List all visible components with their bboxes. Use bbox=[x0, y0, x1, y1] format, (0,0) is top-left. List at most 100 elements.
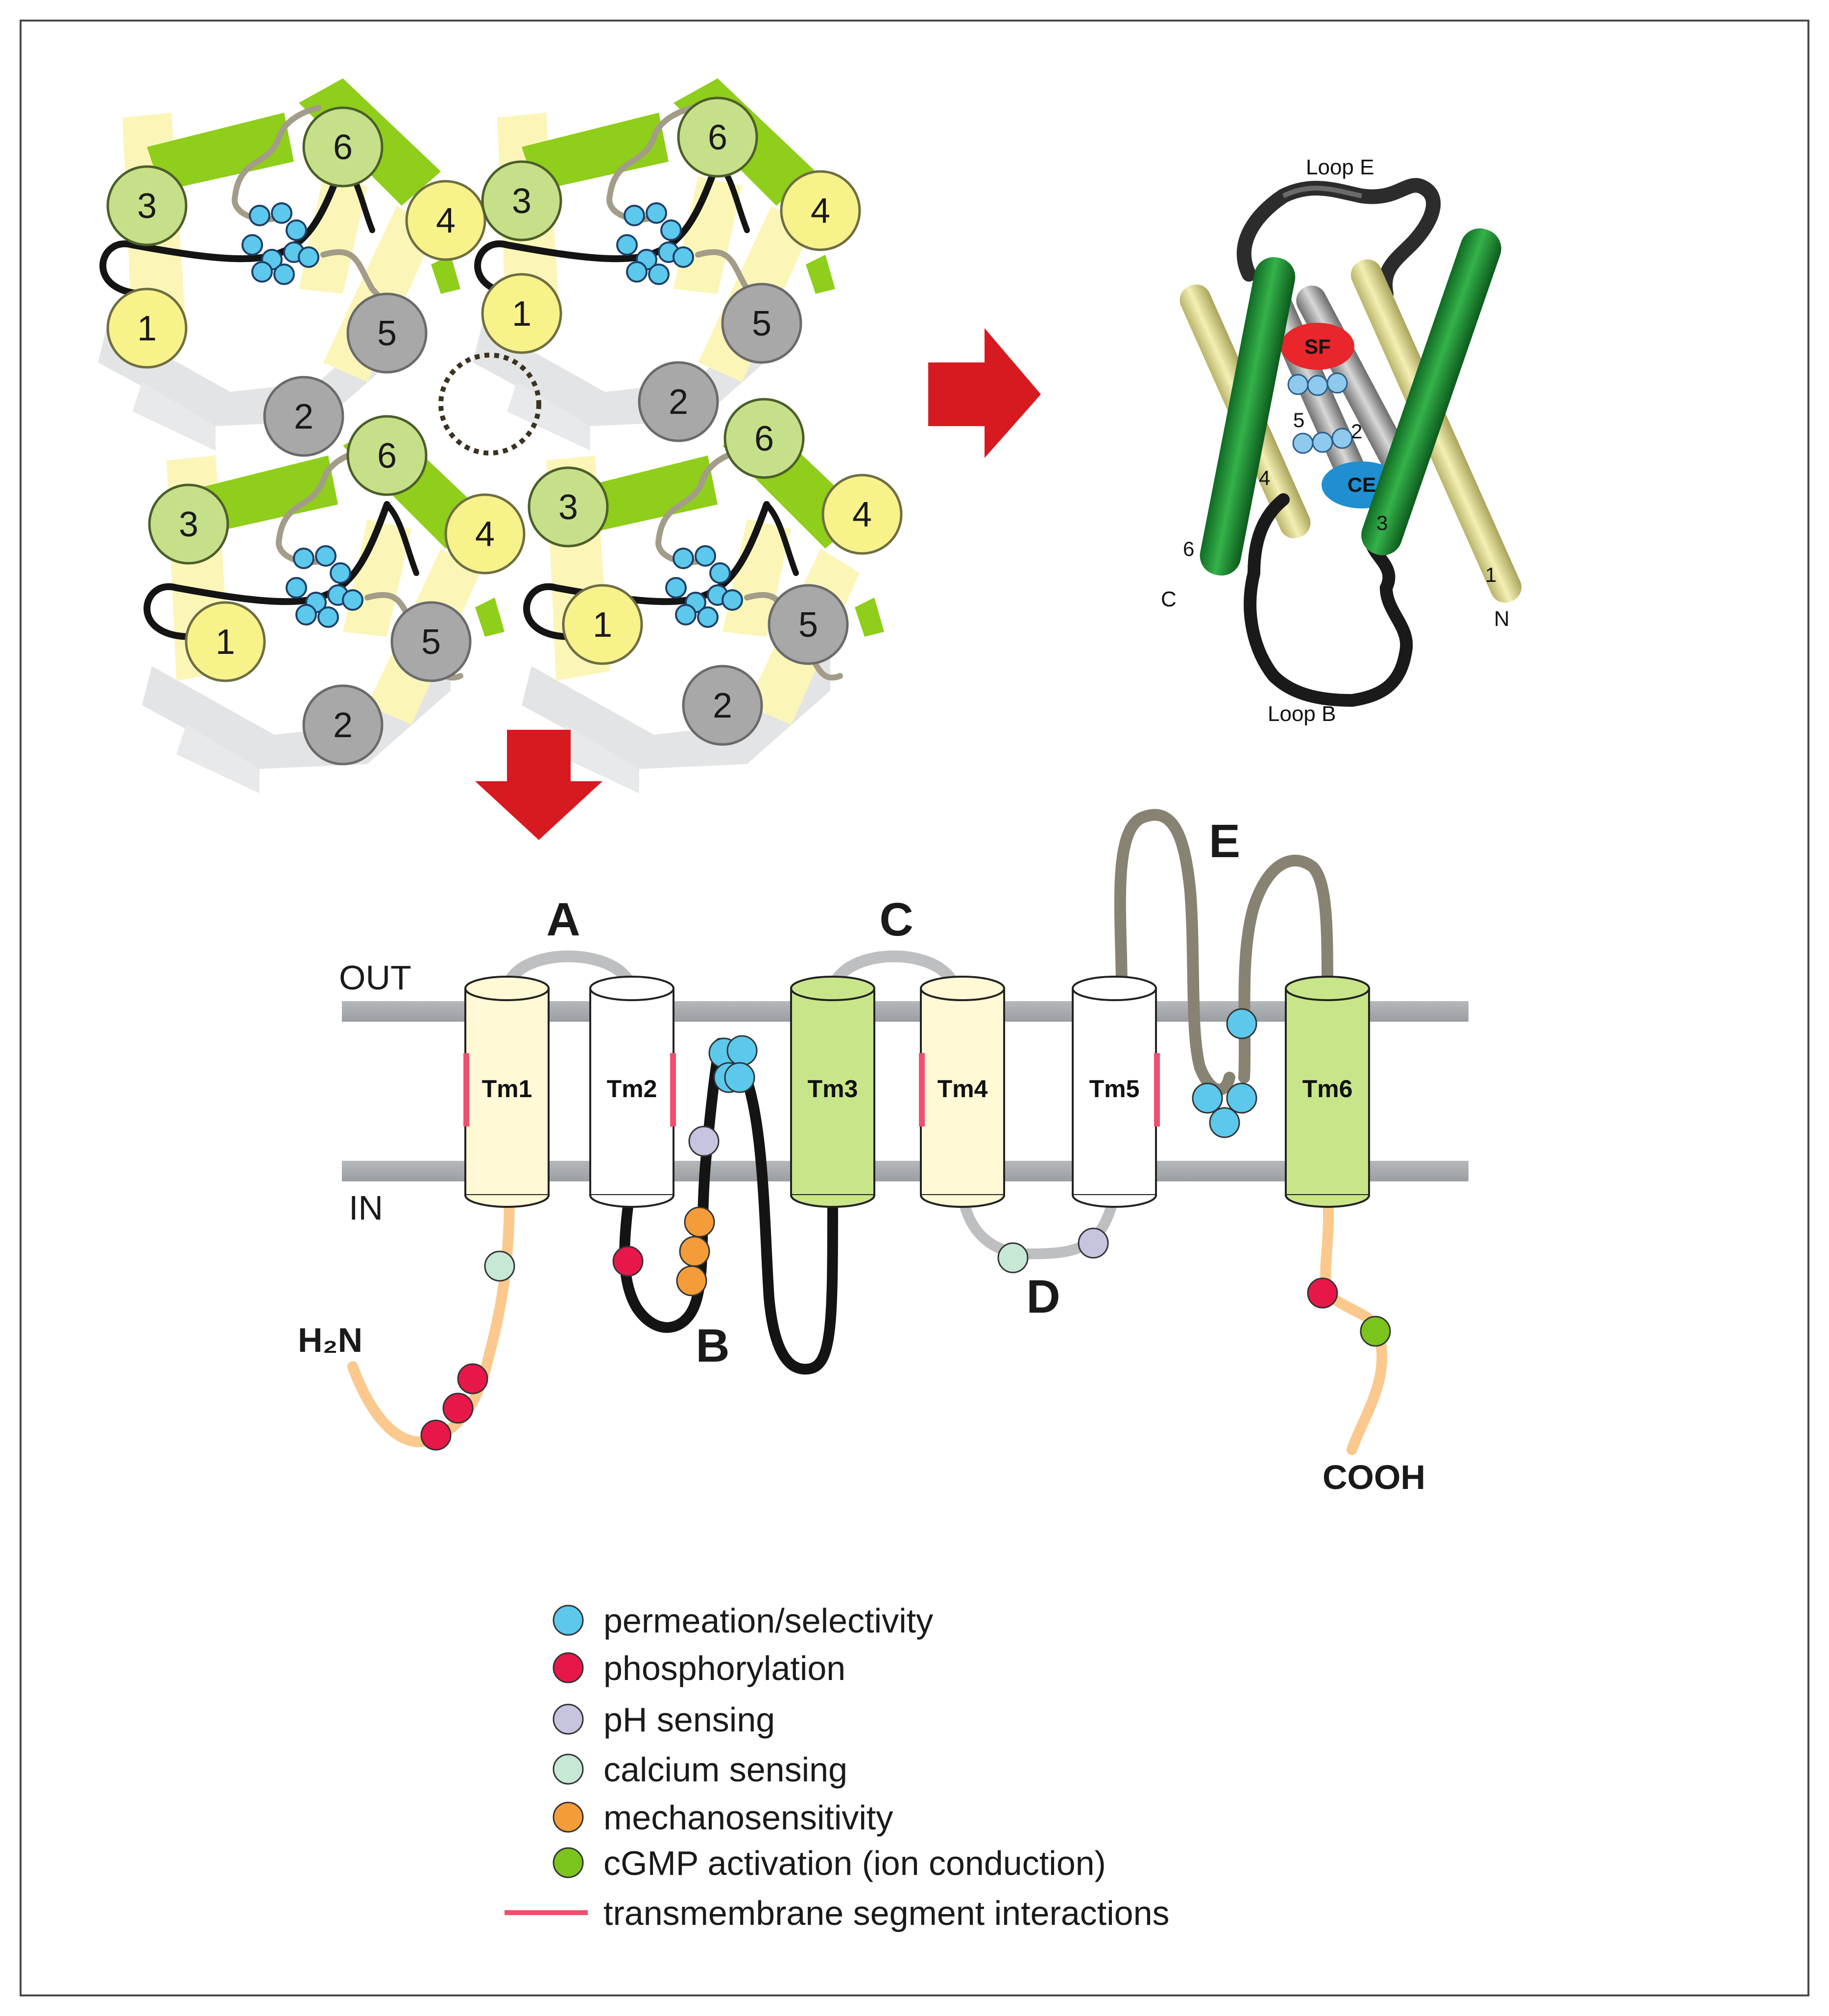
tm4-label: Tm4 bbox=[938, 1075, 988, 1103]
helix-4-disc bbox=[780, 170, 861, 251]
out-label: OUT bbox=[339, 959, 411, 997]
permeation-dot bbox=[1192, 1082, 1223, 1114]
legend-label: phosphorylation bbox=[603, 1649, 845, 1687]
loop-b-label: Loop B bbox=[1268, 702, 1336, 726]
legend-swatch bbox=[553, 1801, 584, 1833]
helix-4-label: 4 bbox=[475, 515, 495, 554]
permeation-dot bbox=[1209, 1107, 1240, 1138]
helix-4-label: 4 bbox=[852, 495, 872, 534]
legend-label: cGMP activation (ion conduction) bbox=[603, 1844, 1106, 1882]
helix-2-3d-label: 2 bbox=[1351, 420, 1362, 443]
helix-6-disc bbox=[346, 415, 428, 496]
helix-1-disc bbox=[481, 273, 562, 354]
arrow-down bbox=[475, 730, 602, 840]
tm3-cylinder bbox=[790, 976, 875, 1208]
subunit-top-right: 1 5 2 3 6 4 bbox=[473, 78, 861, 451]
helix-3-label: 3 bbox=[179, 505, 198, 544]
helix-5-label: 5 bbox=[798, 605, 818, 645]
helix-3-disc bbox=[148, 483, 229, 565]
central-pore-outline bbox=[438, 353, 541, 456]
helix-6-disc bbox=[723, 398, 805, 479]
in-label: IN bbox=[349, 1189, 383, 1227]
helix-5-disc bbox=[721, 283, 802, 364]
legend-item-permeation: permeation/selectivity bbox=[553, 1602, 933, 1640]
helix-5-label: 5 bbox=[421, 623, 441, 662]
loop-e-ext bbox=[1114, 809, 1235, 1096]
helix-5-disc bbox=[346, 292, 428, 374]
helix-1-disc bbox=[185, 601, 266, 682]
helix-1-disc bbox=[106, 288, 188, 369]
helix-5-disc bbox=[768, 584, 849, 665]
legend-item-tm-interactions: transmembrane segment interactions bbox=[505, 1894, 1170, 1932]
helix-4-disc bbox=[821, 474, 903, 555]
legend-label: transmembrane segment interactions bbox=[603, 1894, 1170, 1932]
helix-3-disc bbox=[106, 165, 188, 246]
legend-swatch-line bbox=[505, 1910, 588, 1915]
helix-4-disc bbox=[444, 493, 526, 575]
helix-3-3d bbox=[1361, 228, 1501, 555]
helix-1-3d-label: 1 bbox=[1485, 563, 1496, 586]
helix-5-disc bbox=[390, 601, 472, 682]
helix-3-disc bbox=[528, 466, 609, 548]
loop-e-letter: E bbox=[1209, 815, 1240, 867]
legend-item-calcium-sensing: calcium sensing bbox=[553, 1751, 847, 1789]
cgmp-activation-dot bbox=[1360, 1316, 1391, 1347]
n-terminus-3d-label: N bbox=[1494, 607, 1510, 631]
helix-2-disc bbox=[682, 665, 763, 746]
helix-3-label: 3 bbox=[558, 488, 578, 527]
loop-c bbox=[827, 950, 961, 995]
phosphorylation-dot bbox=[612, 1246, 644, 1277]
c-terminus-label: COOH bbox=[1323, 1458, 1425, 1496]
legend-label: pH sensing bbox=[603, 1701, 775, 1739]
loop-a bbox=[501, 950, 638, 995]
helix-2-label: 2 bbox=[713, 686, 732, 725]
n-terminal-tail bbox=[347, 1190, 515, 1447]
helix-5-label: 5 bbox=[752, 304, 771, 343]
c-terminus-3d-label: C bbox=[1161, 587, 1177, 611]
hexamer-top-view: 1 5 2 3 6 4 1 5 2 3 6 4 bbox=[98, 78, 903, 793]
loop-b bbox=[619, 1038, 725, 1333]
legend-label: permeation/selectivity bbox=[603, 1602, 933, 1640]
helix-6-disc bbox=[302, 106, 384, 188]
permeation-dot bbox=[1226, 1082, 1257, 1114]
helix-4-label: 4 bbox=[811, 192, 830, 231]
loop-d-letter: D bbox=[1026, 1271, 1060, 1323]
legend-item-phosphorylation: phosphorylation bbox=[553, 1649, 845, 1687]
legend-swatch bbox=[553, 1847, 584, 1878]
mechanosensitivity-dot bbox=[676, 1265, 707, 1296]
permeation-dot bbox=[726, 1035, 758, 1066]
helix-5-3d-label: 5 bbox=[1293, 408, 1304, 432]
loop-a-letter: A bbox=[546, 893, 580, 946]
loop-e-label: Loop E bbox=[1306, 155, 1374, 179]
subunit-top-left: 1 5 2 3 6 4 bbox=[98, 78, 486, 457]
helix-4-3d-label: 4 bbox=[1259, 466, 1270, 489]
arrow-right bbox=[928, 328, 1041, 458]
phosphorylation-dot bbox=[1307, 1277, 1338, 1309]
legend-item-ph-sensing: pH sensing bbox=[553, 1701, 775, 1739]
helix-1-disc bbox=[562, 584, 643, 665]
tm2-label: Tm2 bbox=[607, 1075, 657, 1103]
helix-4-label: 4 bbox=[436, 201, 456, 240]
helix-3-3d-label: 3 bbox=[1376, 511, 1388, 534]
helix-3-disc bbox=[481, 160, 562, 241]
helix-2-label: 2 bbox=[669, 383, 688, 422]
loop-e-second bbox=[1238, 855, 1333, 1083]
helix-3-label: 3 bbox=[512, 182, 531, 221]
helix-3-label: 3 bbox=[137, 187, 157, 226]
helix-4-disc bbox=[405, 180, 486, 261]
legend-swatch bbox=[553, 1704, 584, 1735]
helix-2-label: 2 bbox=[294, 397, 313, 436]
tm4-cylinder bbox=[919, 976, 1005, 1208]
legend-label: mechanosensitivity bbox=[603, 1799, 893, 1837]
helix-2-disc bbox=[638, 361, 719, 442]
permeation-dot bbox=[1226, 1008, 1257, 1039]
helix-1-label: 1 bbox=[216, 623, 235, 662]
calcium-sensing-dot bbox=[997, 1242, 1029, 1273]
calcium-sensing-dot bbox=[484, 1250, 515, 1282]
helix-6-label: 6 bbox=[754, 419, 774, 458]
legend-item-cgmp: cGMP activation (ion conduction) bbox=[553, 1844, 1106, 1882]
helix-5-label: 5 bbox=[377, 314, 397, 353]
permeation-dot bbox=[724, 1062, 755, 1093]
legend-label: calcium sensing bbox=[603, 1751, 847, 1789]
helix-1-label: 1 bbox=[512, 294, 531, 334]
